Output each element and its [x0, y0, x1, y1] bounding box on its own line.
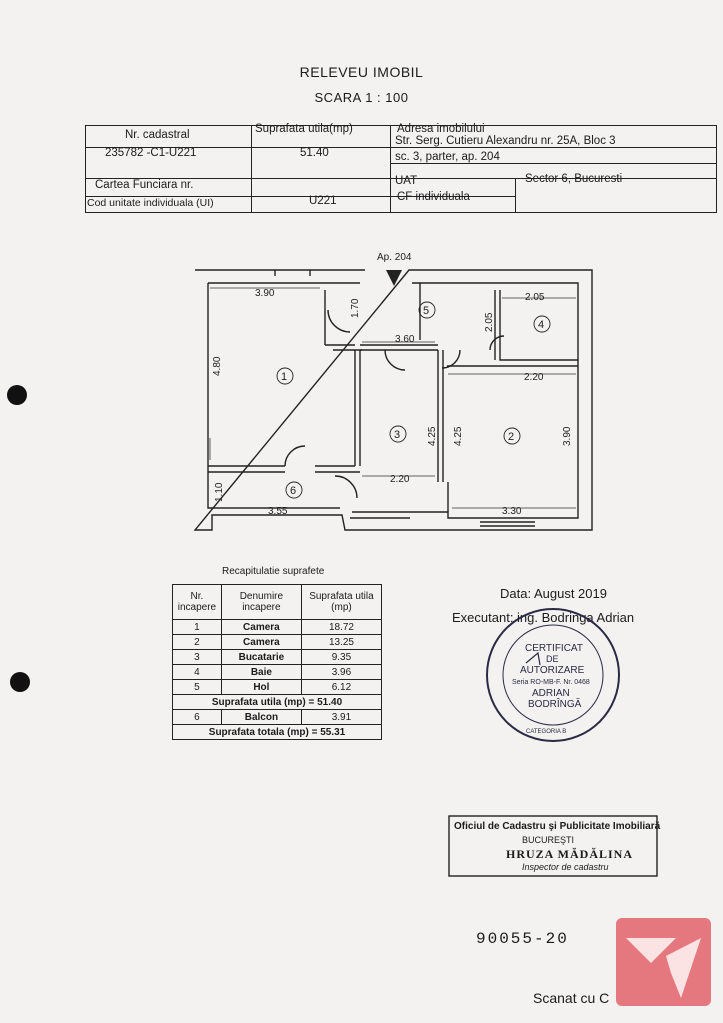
col-den-header: Denumire incapere [220, 584, 302, 620]
dim-3-55: 3.55 [268, 506, 288, 517]
row-nr: 5 [172, 679, 222, 695]
row-nr: 4 [172, 664, 222, 680]
stamp-line-2: DE [546, 654, 559, 664]
row-nr: 3 [172, 649, 222, 665]
stamp-line-5: ADRIAN [532, 688, 570, 699]
row-nr: 6 [172, 709, 222, 725]
row-den: Bucatarie [220, 649, 302, 665]
col-nr-header: Nr. incapere [172, 584, 222, 620]
uat-label: UAT [395, 175, 418, 187]
stamp-line-7: CATEGORIA B [526, 729, 566, 735]
recap-title: Recapitulatie suprafete [222, 566, 325, 577]
entrance-arrow-icon [386, 270, 402, 286]
row-sup: 6.12 [300, 679, 383, 695]
dim-3-30: 3.30 [502, 506, 522, 517]
room-number-3: 3 [394, 429, 400, 441]
uat-value: Sector 6, Bucuresti [525, 173, 623, 185]
ui-label: Cod unitate individuala (UI) [87, 197, 214, 209]
scan-footer: Scanat cu C [533, 990, 610, 1006]
dim-3-90: 3.90 [255, 288, 275, 299]
ocpi-line-3: HRUZA MĂDĂLINA [506, 847, 634, 861]
document-title: RELEVEU IMOBIL [299, 64, 424, 80]
row-nr: 1 [172, 619, 222, 635]
dim-3-60: 3.60 [395, 334, 415, 345]
room-number-6: 6 [290, 485, 296, 497]
ocpi-line-1: Oficiul de Cadastru şi Publicitate Imobi… [454, 821, 661, 832]
dim-4-25-right: 4.25 [453, 426, 464, 446]
row-sup: 3.91 [300, 709, 383, 725]
col-sup-header: Suprafata utila (mp) [300, 584, 383, 620]
date-label: Data: August 2019 [500, 586, 607, 601]
row-sup: 9.35 [300, 649, 383, 665]
suprafata-value: 51.40 [300, 147, 329, 159]
adresa-line-2: sc. 3, parter, ap. 204 [395, 151, 500, 163]
table-row: 4 Baie 3.96 [172, 664, 383, 680]
scanner-logo-icon [616, 918, 711, 1006]
suprafata-label: Suprafata utila(mp) [255, 123, 353, 135]
apartment-label: Ap. 204 [377, 252, 412, 263]
table-row: 5 Hol 6.12 [172, 679, 383, 695]
table-row: 6 Balcon 3.91 [172, 709, 383, 725]
handwritten-number: 90055-20 [476, 930, 569, 948]
dim-4-25-left: 4.25 [427, 426, 438, 446]
adresa-line-1: Str. Serg. Cutieru Alexandru nr. 25A, Bl… [395, 135, 616, 147]
row-den: Camera [220, 619, 302, 635]
row-sup: 3.96 [300, 664, 383, 680]
dim-3-90-right: 3.90 [562, 426, 573, 446]
nr-cadastral-label: Nr. cadastral [125, 129, 190, 141]
table-row: 2 Camera 13.25 [172, 634, 383, 650]
row-den: Baie [220, 664, 302, 680]
executant-label: Executant: ing. Bodringa Adrian [452, 610, 635, 625]
row-den: Camera [220, 634, 302, 650]
row-den: Balcon [220, 709, 302, 725]
dim-4-80: 4.80 [212, 356, 223, 376]
table-row: 3 Bucatarie 9.35 [172, 649, 383, 665]
row-sup: 13.25 [300, 634, 383, 650]
table-row: 1 Camera 18.72 [172, 619, 383, 635]
cf-value: CF individuala [397, 191, 470, 203]
stamp-line-4: Seria RO-MB-F. Nr. 0468 [512, 679, 590, 686]
room-number-4: 4 [538, 319, 544, 331]
ocpi-line-4: Inspector de cadastru [522, 862, 609, 872]
ocpi-line-2: BUCUREŞTI [522, 835, 575, 845]
dim-2-05-top: 2.05 [525, 292, 545, 303]
ui-value: U221 [309, 195, 337, 207]
floor-plan: Ap. 204 3.90 1.70 2.05 2.05 3.60 4.80 2.… [193, 252, 593, 531]
punch-hole [10, 672, 30, 692]
dim-1-70: 1.70 [350, 298, 361, 318]
adresa-label: Adresa imobilului [397, 123, 485, 135]
ocpi-stamp: Oficiul de Cadastru şi Publicitate Imobi… [448, 815, 661, 877]
room-number-5: 5 [423, 305, 429, 317]
nr-cadastral-value: 235782 -C1-U221 [105, 147, 197, 159]
dim-2-20-right: 2.20 [524, 372, 544, 383]
stamp-line-3: AUTORIZARE [520, 665, 585, 676]
row-den: Hol [220, 679, 302, 695]
authorization-stamp: CERTIFICAT DE AUTORIZARE Seria RO-MB-F. … [486, 608, 620, 742]
row-nr: 2 [172, 634, 222, 650]
recap-table: Nr. incapere Denumire incapere Suprafata… [172, 584, 383, 740]
dim-2-20-bottom: 2.20 [390, 474, 410, 485]
suprafata-totala: Suprafata totala (mp) = 55.31 [172, 724, 382, 740]
room-number-1: 1 [281, 371, 287, 383]
property-header-table: Nr. cadastral 235782 -C1-U221 Suprafata … [85, 123, 717, 213]
cartea-funciara-label: Cartea Funciara nr. [95, 179, 194, 191]
punch-hole [7, 385, 27, 405]
scale-label: SCARA 1 : 100 [314, 90, 409, 105]
stamp-line-1: CERTIFICAT [525, 643, 583, 654]
dim-2-05-side: 2.05 [484, 312, 495, 332]
dim-1-10: 1.10 [214, 482, 225, 502]
room-number-2: 2 [508, 431, 514, 443]
stamp-line-6: BODRÎNGĂ [528, 697, 582, 710]
row-sup: 18.72 [300, 619, 383, 635]
suprafata-utila-total: Suprafata utila (mp) = 51.40 [172, 694, 382, 710]
